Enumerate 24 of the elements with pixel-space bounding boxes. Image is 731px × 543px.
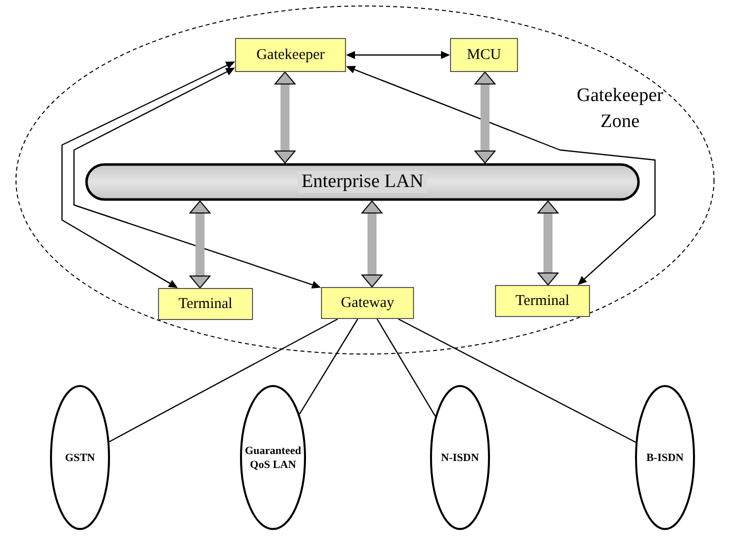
block-arrow (274, 72, 296, 164)
connector-line (298, 318, 358, 415)
process-box: Terminal (495, 285, 590, 317)
arrow (61, 61, 235, 288)
lan-label: Enterprise LAN (298, 171, 428, 193)
process-box: Gatekeeper (235, 38, 346, 72)
network-label: B-ISDN (645, 450, 685, 464)
network-label: N-ISDN (440, 450, 480, 464)
block-arrow (362, 200, 382, 288)
block-arrow (538, 200, 558, 286)
arrow (346, 51, 450, 59)
arrow (346, 66, 656, 285)
network-label: GSTN (64, 450, 96, 464)
arrow (73, 68, 321, 289)
network-label: Guaranteed QoS LAN (244, 444, 302, 472)
connector-line (109, 318, 338, 442)
process-box: Terminal (158, 288, 253, 320)
connector-line (376, 318, 436, 417)
process-box: Gateway (321, 287, 414, 319)
block-arrow (190, 200, 210, 288)
connector-line (398, 318, 636, 443)
process-box: MCU (450, 38, 518, 72)
zone-label: Gatekeeper Zone (576, 84, 664, 134)
block-arrow (474, 72, 496, 164)
